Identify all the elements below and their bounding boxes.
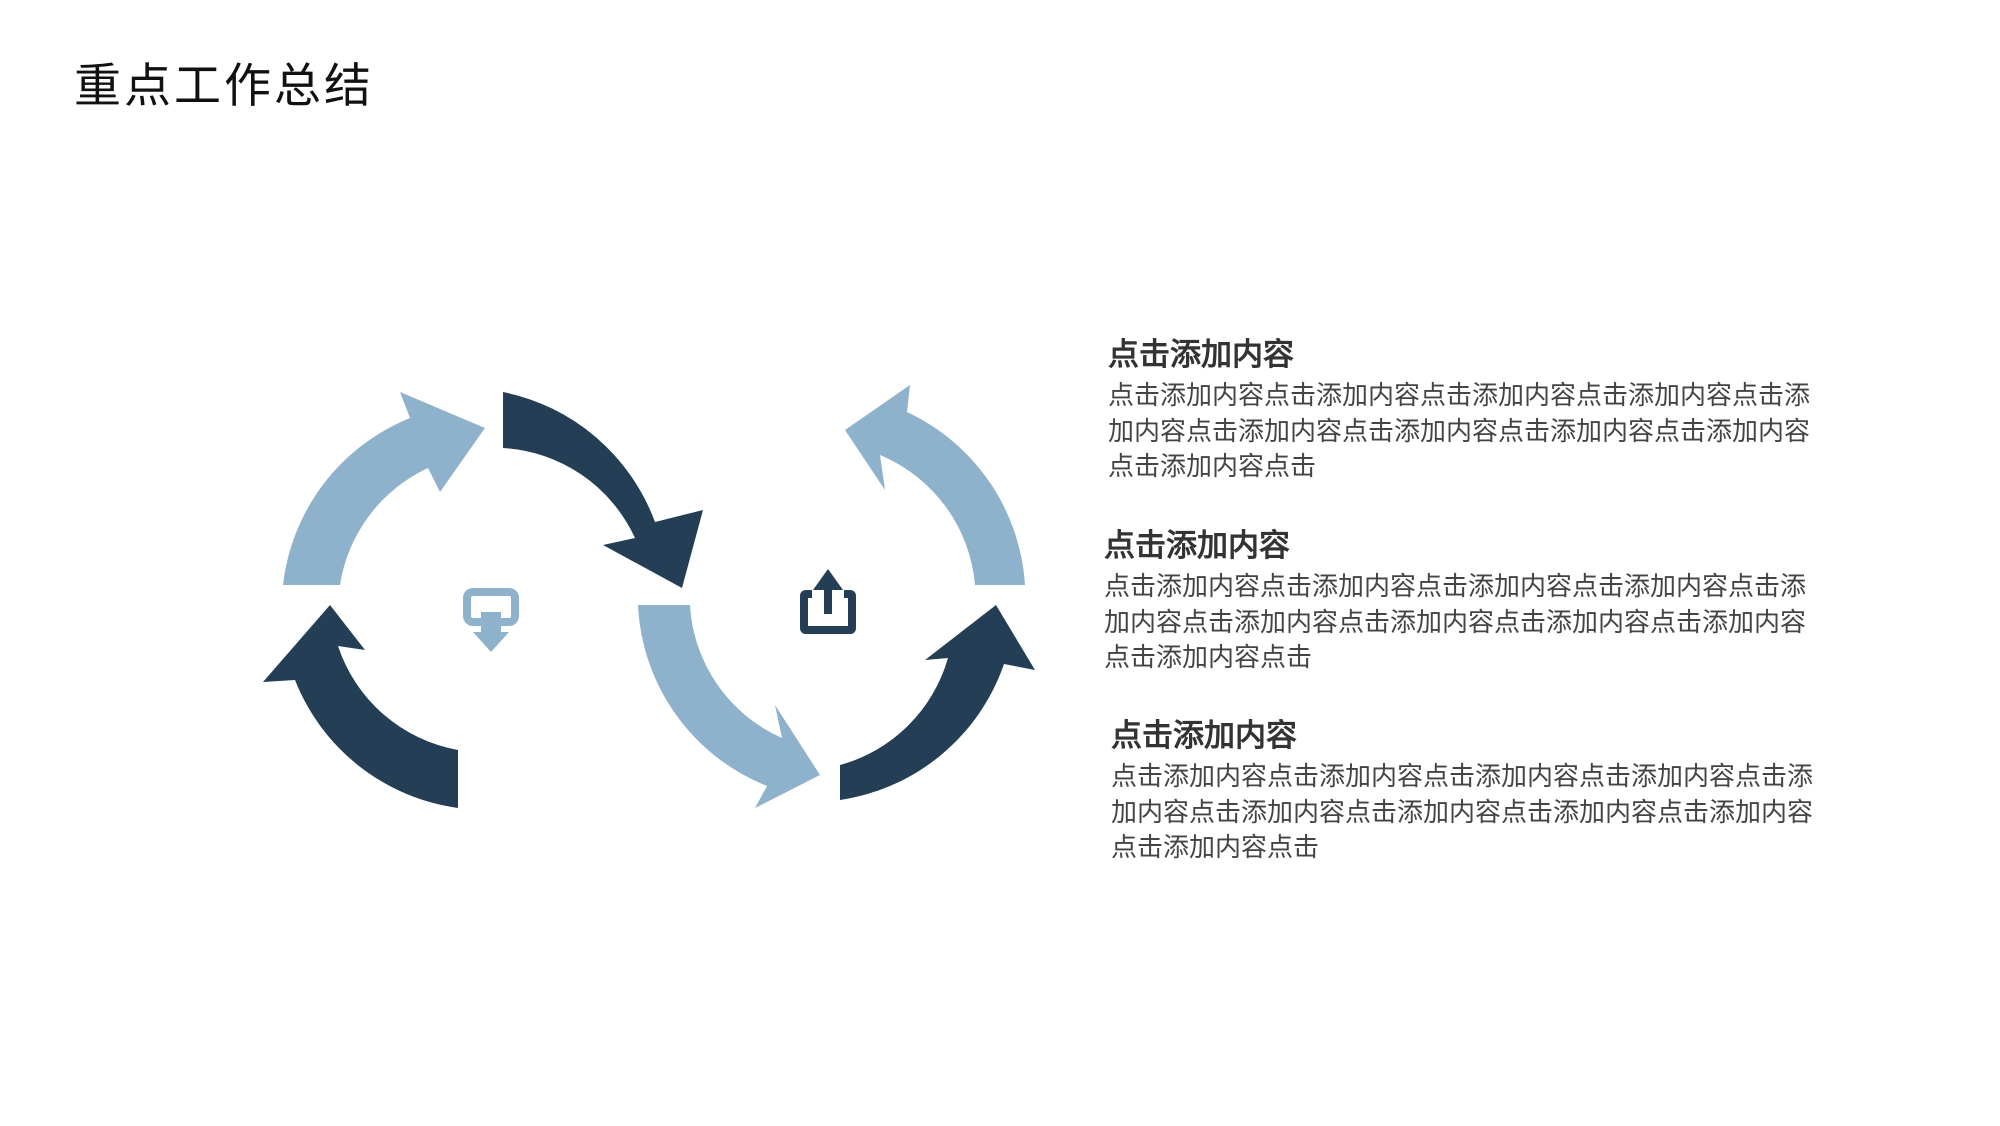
arrow-left-top	[283, 392, 485, 585]
arrow-center-bottom	[638, 605, 820, 808]
arrow-left-bottom	[263, 605, 458, 808]
download-box-icon	[463, 588, 519, 652]
block-body[interactable]: 点击添加内容点击添加内容点击添加内容点击添加内容点击添加内容点击添加内容点击添加…	[1108, 381, 1811, 482]
text-block-3: 点击添加内容 点击添加内容点击添加内容点击添加内容点击添加内容点击添加内容点击添…	[1111, 716, 1831, 867]
block-body[interactable]: 点击添加内容点击添加内容点击添加内容点击添加内容点击添加内容点击添加内容点击添加…	[1104, 572, 1807, 673]
slide-title: 重点工作总结	[74, 59, 374, 114]
text-block-1: 点击添加内容 点击添加内容点击添加内容点击添加内容点击添加内容点击添加内容点击添…	[1108, 335, 1828, 486]
arrow-right-top	[845, 385, 1025, 585]
share-upload-icon	[800, 569, 856, 634]
block-heading[interactable]: 点击添加内容	[1111, 718, 1297, 754]
arrow-right-bottom	[840, 605, 1035, 800]
arrow-center-top	[503, 392, 703, 588]
text-block-2: 点击添加内容 点击添加内容点击添加内容点击添加内容点击添加内容点击添加内容点击添…	[1104, 526, 1824, 677]
block-body[interactable]: 点击添加内容点击添加内容点击添加内容点击添加内容点击添加内容点击添加内容点击添加…	[1111, 762, 1814, 863]
block-heading[interactable]: 点击添加内容	[1104, 528, 1290, 564]
block-heading[interactable]: 点击添加内容	[1108, 337, 1294, 373]
